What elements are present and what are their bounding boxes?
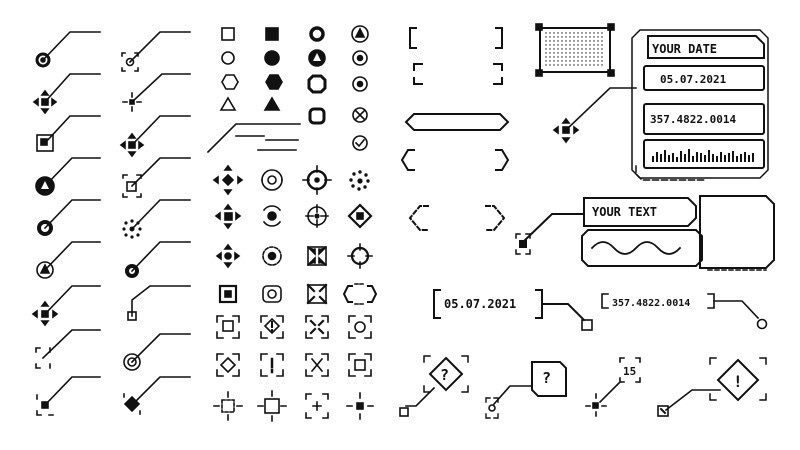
inward-arrows-square-icon [306,245,328,267]
callout-target-ring-icon [35,31,101,68]
callout-to-date-panel [552,87,637,144]
your-date-label: YOUR DATE [652,42,717,56]
number-callout: 357.4822.0014 [601,293,768,330]
triangle-in-circle-icon [351,25,369,43]
ring-thick-icon [309,26,325,42]
dotted-burst-icon [349,170,370,191]
square-solid-icon [265,27,279,41]
date-callout: 05.07.2021 [433,289,593,331]
diamond-exclamation-bracket-icon [260,315,284,339]
count-15-label: 15 [623,365,636,378]
crosshair-target-icon [302,165,332,195]
callout-thick-ring-icon [125,241,191,278]
divider-lines [206,123,301,154]
rounded-bracket-circle-icon [262,285,282,303]
callout-diamond-arrows-icon [32,73,101,115]
callout-bracket-square-icon [122,157,191,198]
callout-dotted-ring-icon [122,199,191,239]
hex-banner-frame [404,113,510,131]
question-mark-1: ? [440,366,449,384]
hud-text-panel: YOUR TEXT [515,195,775,271]
callout-triangle-ring-icon [36,241,101,279]
dot-grid-pattern [545,32,603,66]
hud-date-panel: YOUR DATE 05.07.2021 357.4822.0014 [631,29,769,181]
hexagon-solid-icon [265,74,283,90]
triangle-outline-icon [219,96,237,111]
callout-column-second [119,31,191,415]
triangle-solid-icon [263,96,281,111]
crosshair-circle-icon [347,243,373,269]
date-callout-value: 05.07.2021 [444,297,516,311]
dashed-crosshair-square-icon [213,391,243,421]
exclamation-diamond-callout: ! [657,357,767,417]
dotted-grid-panel [535,23,615,77]
crosshair-square-icon [257,390,287,422]
bracket-diamond-icon [216,353,240,377]
question-diamond-callout: ? [399,355,469,417]
count-15-callout: 15 [585,357,641,417]
square-arrows-icon [214,203,242,230]
angled-bracket-frame [400,149,510,171]
dot-in-circle-icon [352,50,368,66]
petal-bracket-icon [342,283,378,305]
bracket-circle-icon [348,315,372,339]
split-ring-icon [262,205,282,227]
callout-crosshair-small-icon [122,73,191,112]
bracket-plus-icon [305,393,329,419]
circle-solid-icon [264,50,280,66]
question-mark-2: ? [542,369,551,387]
hexagon-outline-icon [221,74,239,90]
dashed-hex-frame [408,205,506,231]
callout-corner-dot-icon [36,376,101,416]
inward-arrows-square-icon-2 [306,283,328,305]
callout-diamond-solid-icon [123,376,191,415]
check-circle-icon [352,135,368,151]
dot-arrows-icon [215,243,241,269]
x-circle-icon [352,107,368,123]
square-outline-icon [221,27,235,41]
callout-bracket-circle-icon [121,31,191,72]
frame-bracket-column [400,27,510,231]
callout-column-left [31,31,101,416]
diamond-frame-icon [347,203,373,229]
crosshair-grid [212,164,378,422]
inward-arrows-icon [305,315,329,339]
thick-square-icon [218,284,238,304]
rounded-square-thick-icon [308,107,326,125]
question-box-callout: ? [485,361,567,419]
date-value: 05.07.2021 [660,73,727,86]
callout-corner-brackets-icon [35,329,101,369]
callout-framed-square-icon [36,115,101,152]
cross-circle-icon [352,76,368,92]
callout-double-ring-icon [123,333,191,371]
crosshair-dot-icon [346,392,374,420]
reticle-icon [305,204,329,228]
number-callout-value: 357.4822.0014 [612,298,690,309]
dot-ring-icon [262,246,282,266]
callout-diamond-arrows-icon-3 [119,115,191,158]
triangle-circle-solid-icon [308,49,326,67]
number-value: 357.4822.0014 [650,113,736,126]
octagon-thick-icon [307,74,327,94]
basic-shapes-grid [219,25,369,151]
square-bracket-frame [409,27,503,49]
circle-outline-icon [221,51,235,65]
arc-target-icon [261,169,283,191]
bracket-double-square-icon [348,353,372,377]
callout-small-square-icon [127,285,191,321]
bar-meter-graphic [652,149,754,162]
callout-ring-icon [37,199,101,236]
your-text-label: YOUR TEXT [592,205,657,219]
bracket-square-icon [216,315,240,339]
bracket-x-icon [305,353,329,377]
callout-triangle-circle-icon [35,157,101,196]
corner-bracket-frame [413,63,503,85]
diamond-arrows-icon [212,164,244,196]
exclamation-mark: ! [733,372,743,391]
bracket-exclamation-icon [260,353,284,377]
callout-diamond-arrows-icon-2 [31,285,101,327]
